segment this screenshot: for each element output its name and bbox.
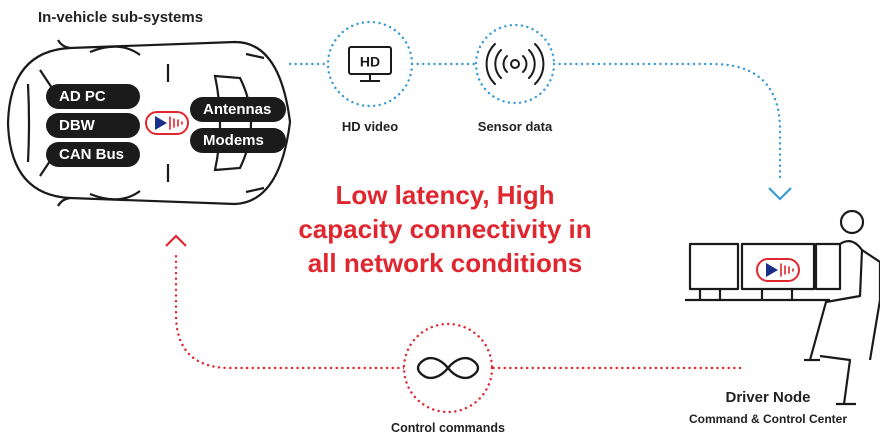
hd-video-circle bbox=[326, 20, 414, 108]
driver-node-subtitle: Command & Control Center bbox=[688, 412, 847, 426]
hd-video-label: HD video bbox=[341, 119, 399, 134]
pill-dbw: DBW bbox=[46, 113, 140, 138]
driver-node-workstation bbox=[685, 209, 880, 406]
pill-antennas: Antennas bbox=[190, 97, 286, 122]
sensor-data-circle bbox=[474, 23, 556, 105]
headline: Low latency, High capacity connectivity … bbox=[270, 178, 620, 280]
pill-ad-pc: AD PC bbox=[46, 84, 140, 109]
signal-broadcast-icon bbox=[485, 43, 545, 85]
page-title: In-vehicle sub-systems bbox=[38, 9, 204, 26]
headline-line-2: capacity connectivity in bbox=[298, 214, 592, 244]
sensor-data-label: Sensor data bbox=[477, 119, 553, 134]
infinity-icon bbox=[416, 356, 480, 380]
pill-can-bus: CAN Bus bbox=[46, 142, 140, 167]
control-commands-label: Control commands bbox=[391, 421, 505, 435]
downlink-arrowhead-icon bbox=[165, 234, 187, 247]
headline-line-3: all network conditions bbox=[307, 248, 583, 278]
hd-icon-text: HD bbox=[360, 54, 380, 70]
pill-modems: Modems bbox=[190, 128, 286, 153]
uplink-path bbox=[288, 62, 782, 182]
hd-monitor-icon bbox=[348, 46, 392, 82]
downlink-path bbox=[174, 250, 742, 370]
play-waveform-icon bbox=[145, 111, 189, 135]
car-outline bbox=[6, 39, 292, 207]
driver-node-title: Driver Node bbox=[725, 389, 811, 406]
monitor-logo-icon bbox=[756, 258, 800, 282]
headline-line-1: Low latency, High bbox=[335, 180, 555, 210]
uplink-arrowhead-icon bbox=[768, 187, 792, 201]
